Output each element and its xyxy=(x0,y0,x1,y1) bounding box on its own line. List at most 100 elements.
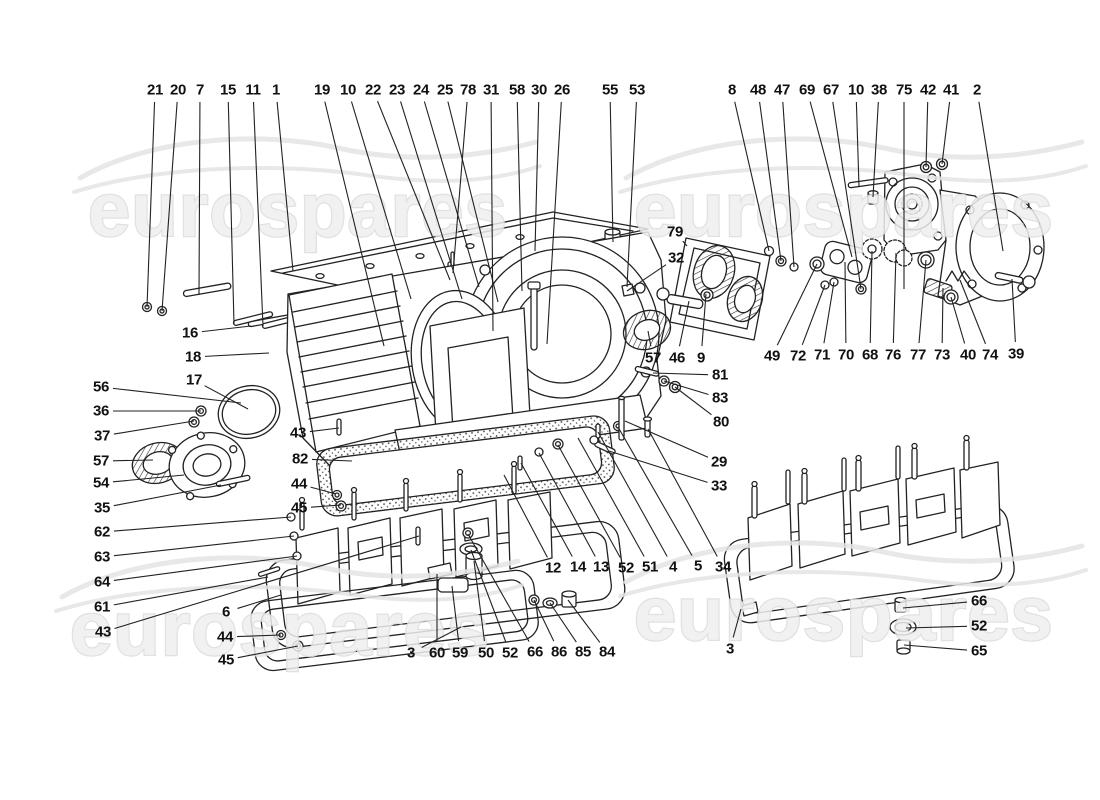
leader-line-51 xyxy=(577,437,645,557)
leader-line-44 xyxy=(236,634,282,638)
leader-line-72 xyxy=(801,284,826,345)
leader-line-9 xyxy=(701,293,707,347)
leader-line-20 xyxy=(161,101,178,312)
right-sump-pan-drawing xyxy=(723,434,1015,655)
leader-lines xyxy=(112,100,1016,659)
leader-line-86 xyxy=(533,599,555,642)
leader-line-26 xyxy=(546,101,562,345)
leader-line-62 xyxy=(113,516,292,532)
leader-line-32 xyxy=(626,264,667,292)
leader-line-41 xyxy=(941,101,951,165)
leader-line-43 xyxy=(309,427,340,433)
leader-line-2 xyxy=(978,101,1004,252)
leader-line-70 xyxy=(844,261,847,344)
leader-line-22 xyxy=(376,100,451,281)
leader-line-58 xyxy=(516,101,523,292)
leader-line-52 xyxy=(470,549,507,642)
leader-line-59 xyxy=(451,585,460,642)
leader-line-6 xyxy=(237,594,282,609)
watermark-swoosh xyxy=(618,568,1088,598)
leader-line-57 xyxy=(647,330,652,347)
watermark-text: eurospares xyxy=(634,572,1054,657)
leader-line-12 xyxy=(503,474,548,558)
leader-line-38 xyxy=(872,101,879,198)
leader-line-77 xyxy=(918,259,927,344)
leader-line-13 xyxy=(538,452,596,557)
watermark-text: eurospares xyxy=(70,587,490,672)
upper-gasket-drawing xyxy=(316,395,653,517)
leader-line-4 xyxy=(597,431,668,557)
leader-line-8 xyxy=(734,101,770,252)
watermark-swoosh xyxy=(618,164,1088,194)
leader-line-45 xyxy=(310,504,342,508)
leader-line-1 xyxy=(276,101,294,272)
leader-line-35 xyxy=(113,484,222,507)
leader-line-31 xyxy=(490,101,494,332)
leader-line-74 xyxy=(959,279,987,345)
watermark-swoosh xyxy=(54,583,524,613)
leader-line-39 xyxy=(1011,278,1016,343)
leader-line-61 xyxy=(113,576,269,606)
leader-line-48 xyxy=(759,101,782,262)
leader-line-3 xyxy=(421,626,462,648)
leader-line-81 xyxy=(652,372,709,376)
leader-line-21 xyxy=(146,101,156,308)
leader-line-54 xyxy=(112,474,185,483)
leader-line-56 xyxy=(112,387,242,404)
leader-line-55 xyxy=(609,101,614,243)
oil-pump-drawing xyxy=(763,157,1045,306)
leader-line-82 xyxy=(311,458,353,462)
watermark-swoosh xyxy=(623,540,1085,585)
watermark-swoosh xyxy=(623,136,1085,181)
leader-line-71 xyxy=(823,281,835,344)
leader-line-66 xyxy=(902,601,968,609)
leader-line-45 xyxy=(237,645,299,659)
leader-line-52 xyxy=(905,625,968,629)
leader-line-42 xyxy=(925,101,929,168)
leader-line-76 xyxy=(892,252,897,344)
front-cover-and-seals-drawing xyxy=(131,384,281,501)
leader-line-52 xyxy=(557,444,621,558)
leader-line-84 xyxy=(567,599,601,643)
leader-line-50 xyxy=(473,560,485,642)
leader-line-30 xyxy=(534,101,540,252)
leader-line-64 xyxy=(113,555,298,581)
leader-line-53 xyxy=(626,101,637,288)
leader-line-33 xyxy=(608,450,708,483)
leader-line-68 xyxy=(869,250,873,344)
leader-line-11 xyxy=(252,101,264,327)
watermark-swoosh xyxy=(77,136,539,181)
leader-line-66 xyxy=(467,533,530,642)
leader-line-23 xyxy=(400,101,463,300)
leader-line-80 xyxy=(674,386,712,416)
leader-line-14 xyxy=(520,462,573,557)
leader-line-47 xyxy=(782,101,795,268)
leader-line-5 xyxy=(617,426,693,556)
leader-line-7 xyxy=(198,101,201,296)
leader-line-3 xyxy=(732,608,742,638)
watermark-eurospares: eurospares xyxy=(72,136,542,254)
leader-line-73 xyxy=(941,287,944,344)
watermark-swoosh xyxy=(59,555,521,600)
watermark-swoosh xyxy=(72,164,542,194)
leader-line-57 xyxy=(112,459,154,462)
leader-line-18 xyxy=(204,352,270,357)
watermark-eurospares: eurospares xyxy=(618,136,1088,254)
leader-line-10 xyxy=(350,101,412,300)
leader-line-37 xyxy=(113,420,195,435)
watermark-text: eurospares xyxy=(88,168,508,253)
leader-line-79 xyxy=(682,240,688,247)
leader-line-67 xyxy=(832,101,862,290)
leader-line-46 xyxy=(678,300,690,347)
leader-line-49 xyxy=(776,263,818,346)
leader-line-24 xyxy=(423,101,480,288)
leader-line-65 xyxy=(903,644,968,651)
leader-line-40 xyxy=(950,296,966,344)
watermark-layer: eurospares eurospares eurospares eurospares xyxy=(54,136,1088,673)
leader-line-17 xyxy=(204,385,249,410)
watermark-eurospares: eurospares xyxy=(618,540,1088,658)
leader-line-43 xyxy=(114,535,420,630)
leader-line-15 xyxy=(227,101,235,325)
